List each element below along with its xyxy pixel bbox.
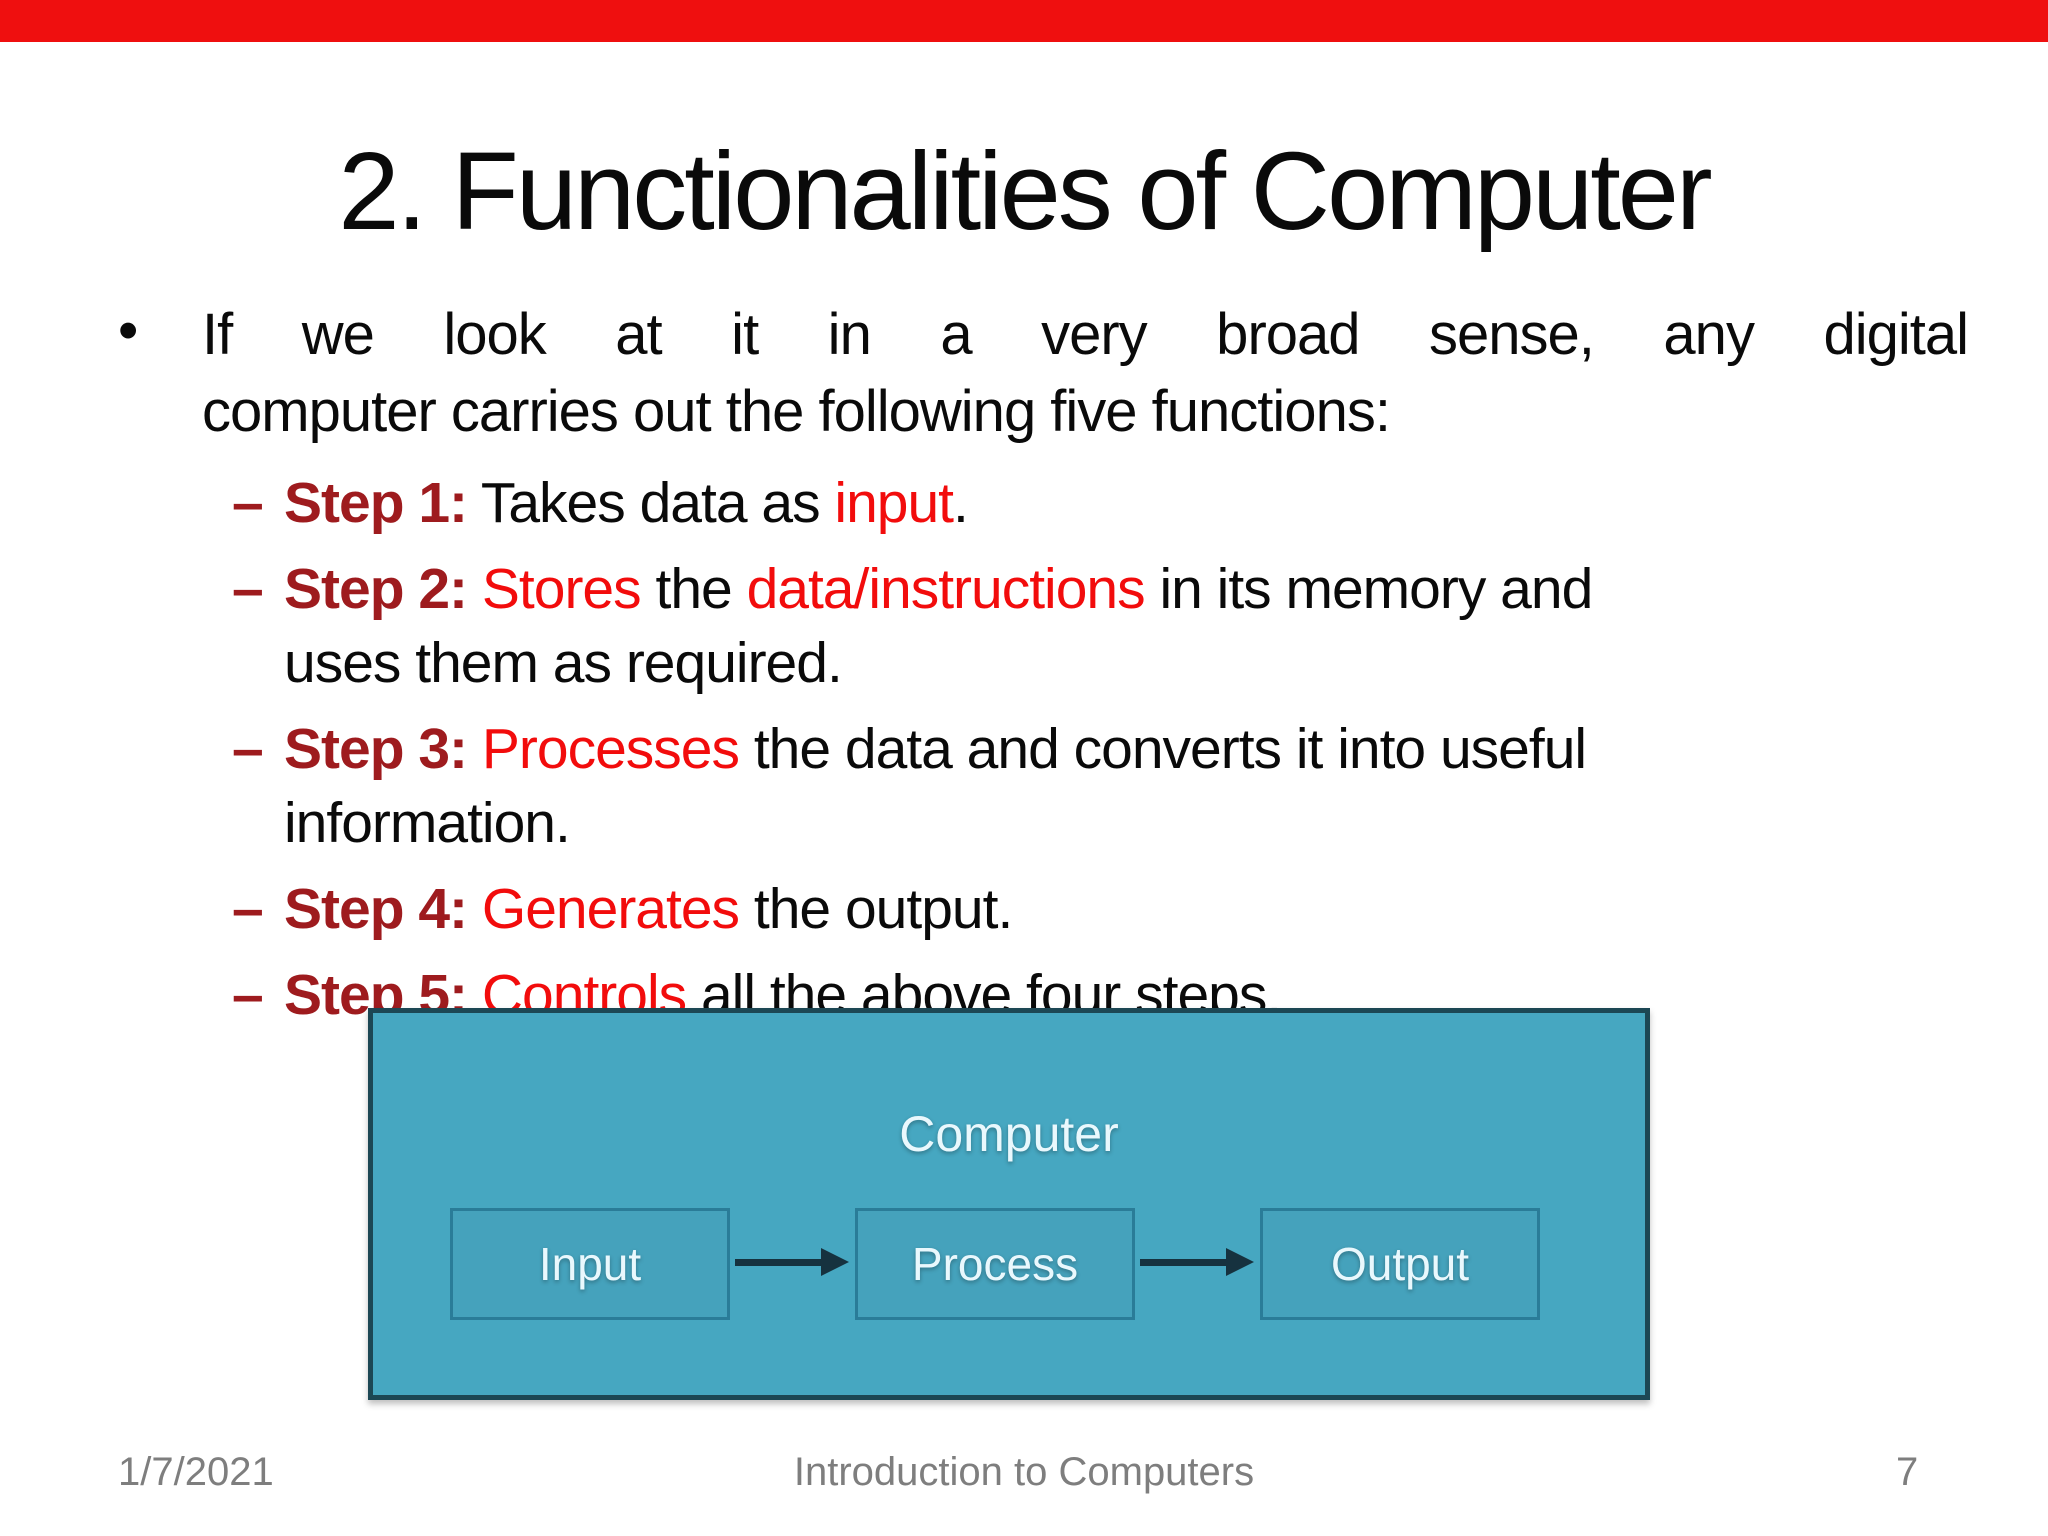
step-text-line: uses them as required. <box>284 631 843 695</box>
step-item: –Step 2: Stores the data/instructions in… <box>232 552 1952 700</box>
step-dash-bullet: – <box>232 963 264 1027</box>
flow-arrow-icon <box>1140 1248 1254 1276</box>
step-text-line: Step 3: Processes the data and converts … <box>284 717 1587 781</box>
step-item: –Step 3: Processes the data and converts… <box>232 712 1952 860</box>
step-text-line: Step 4: Generates the output. <box>284 877 1013 941</box>
computer-flow-diagram: Computer Input Process Output <box>368 1008 1650 1400</box>
step-dash-bullet: – <box>232 471 264 535</box>
step-dash-bullet: – <box>232 557 264 621</box>
bullet-dot-icon: • <box>118 298 138 363</box>
intro-line-1: If we look at it in a very broad sense, … <box>202 302 1969 367</box>
step-dash-bullet: – <box>232 717 264 781</box>
step-text-line: Step 1: Takes data as input. <box>284 471 969 535</box>
intro-paragraph: • If we look at it in a very broad sense… <box>118 296 1969 450</box>
step-text-line: information. <box>284 791 571 855</box>
top-accent-bar <box>0 0 2048 42</box>
step-dash-bullet: – <box>232 877 264 941</box>
output-box: Output <box>1260 1208 1540 1320</box>
intro-line-2: computer carries out the following five … <box>202 379 1391 444</box>
diagram-title: Computer <box>899 1106 1119 1162</box>
process-box: Process <box>855 1208 1135 1320</box>
slide-title: 2. Functionalities of Computer <box>338 130 1712 253</box>
page-number: 7 <box>1896 1450 1919 1494</box>
footer-title: Introduction to Computers <box>793 1450 1255 1494</box>
steps-list: –Step 1: Takes data as input.–Step 2: St… <box>232 466 1952 1044</box>
step-item: –Step 1: Takes data as input. <box>232 466 1952 540</box>
input-box: Input <box>450 1208 730 1320</box>
flow-arrow-icon <box>735 1248 849 1276</box>
step-text-line: Step 2: Stores the data/instructions in … <box>284 557 1593 621</box>
step-item: –Step 4: Generates the output. <box>232 872 1952 946</box>
footer-date: 1/7/2021 <box>118 1450 274 1494</box>
